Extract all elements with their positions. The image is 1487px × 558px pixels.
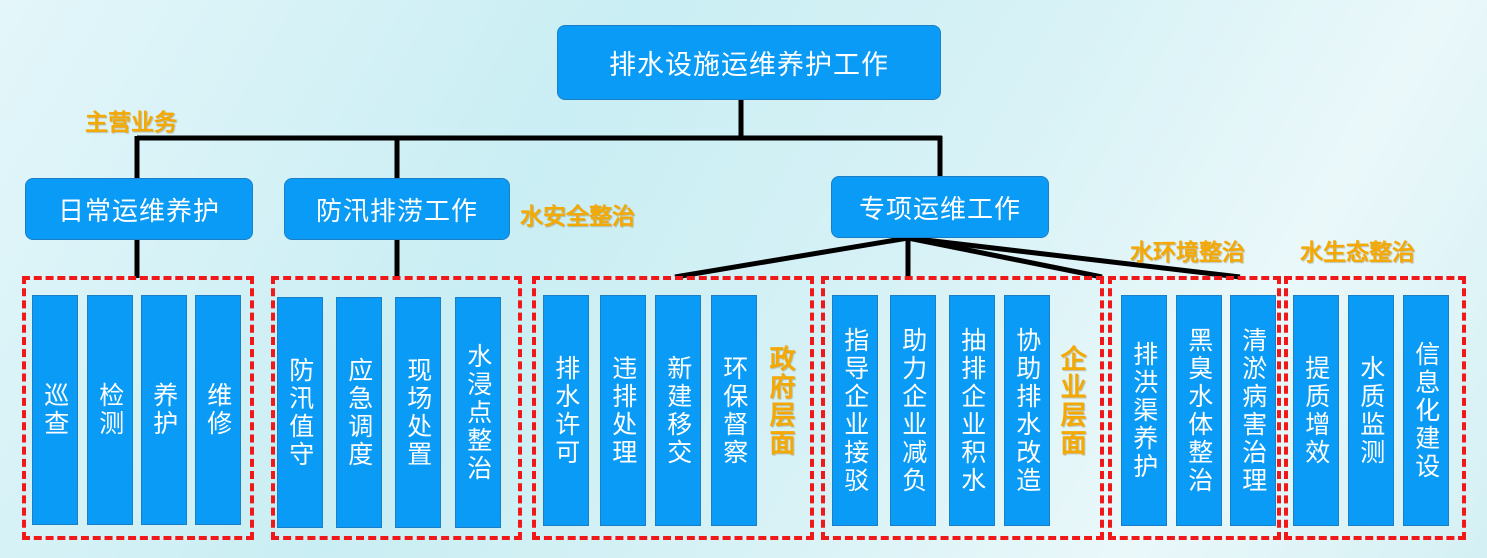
group-5 — [1284, 276, 1466, 540]
group-0 — [22, 276, 254, 540]
node-special-maintenance: 专项运维工作 — [831, 176, 1049, 238]
label-water-ecology: 水生态整治 — [1300, 240, 1415, 266]
group-2 — [532, 276, 814, 540]
leaf-node: 排洪渠养护 — [1121, 295, 1167, 526]
leaf-node: 协助排水改造 — [1004, 295, 1050, 526]
leaf-node: 水质监测 — [1348, 295, 1394, 526]
node-flood-control: 防汛排涝工作 — [284, 178, 510, 240]
leaf-node: 应急调度 — [336, 297, 382, 528]
group-4 — [1108, 276, 1281, 540]
leaf-node: 水浸点整治 — [455, 297, 501, 528]
node-daily-maintenance: 日常运维养护 — [25, 178, 253, 240]
leaf-node: 巡查 — [32, 295, 78, 525]
leaf-node: 防汛值守 — [277, 297, 323, 528]
label-main-business: 主营业务 — [85, 110, 177, 136]
group-1 — [271, 276, 522, 540]
leaf-node: 助力企业减负 — [890, 295, 936, 526]
label-water-safety: 水安全整治 — [520, 204, 635, 230]
group-3 — [821, 276, 1104, 540]
leaf-node: 清淤病害治理 — [1230, 295, 1276, 526]
leaf-node: 违排处理 — [600, 295, 646, 526]
leaf-node: 指导企业接驳 — [832, 295, 878, 526]
leaf-node: 检测 — [87, 295, 133, 525]
leaf-node: 黑臭水体整治 — [1176, 295, 1222, 526]
leaf-node: 抽排企业积水 — [949, 295, 995, 526]
label-government-level: 政府层面 — [765, 345, 795, 457]
leaf-node: 环保督察 — [711, 295, 757, 526]
leaf-node: 提质增效 — [1293, 295, 1339, 526]
label-water-environment: 水环境整治 — [1130, 240, 1245, 266]
leaf-node: 现场处置 — [395, 297, 441, 528]
root-node: 排水设施运维养护工作 — [557, 25, 941, 100]
leaf-node: 信息化建设 — [1403, 295, 1449, 526]
leaf-node: 养护 — [141, 295, 187, 525]
leaf-node: 排水许可 — [543, 295, 589, 526]
leaf-node: 新建移交 — [655, 295, 701, 526]
leaf-node: 维修 — [195, 295, 241, 525]
label-enterprise-level: 企业层面 — [1056, 345, 1086, 457]
